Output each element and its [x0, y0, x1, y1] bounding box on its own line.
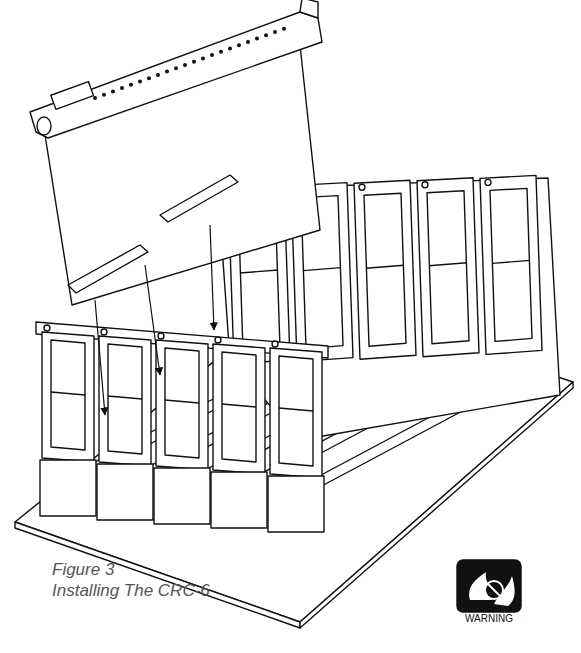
edge-connector: [160, 175, 238, 222]
plate-edge: [15, 522, 300, 628]
card-knob: [37, 117, 51, 135]
edge-connector: [68, 245, 148, 293]
circuit-card: [30, 0, 322, 305]
bracket-tab: [300, 0, 318, 18]
card-bracket: [30, 12, 322, 138]
insertion-arrows: [95, 225, 214, 415]
dip-switch: [51, 82, 94, 110]
warning-label: WARNING: [465, 613, 513, 625]
figure-number: Figure 3: [52, 560, 114, 580]
front-rack: [36, 322, 328, 532]
figure-caption: Installing The CRC-6: [52, 581, 210, 601]
warning-icon: [457, 560, 521, 612]
led-row: [94, 27, 286, 99]
